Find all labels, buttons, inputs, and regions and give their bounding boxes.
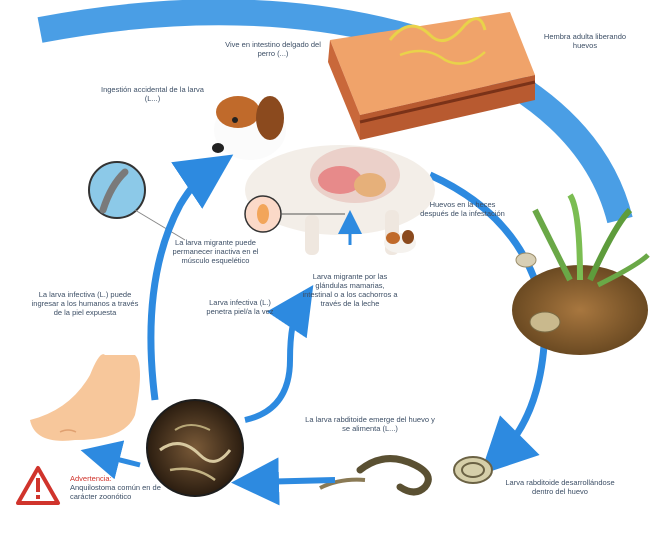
hookworm-icon: [320, 459, 428, 492]
label-top-center: Vive en intestino delgado del perro (...…: [218, 40, 328, 58]
label-worm-skin: Hembra adulta liberando huevos: [540, 32, 630, 50]
warning-title: Advertencia:: [70, 474, 180, 483]
warning-body: Anquilostoma común en de carácter zoonót…: [70, 483, 161, 501]
arrow-inner-right: [245, 305, 300, 420]
label-dog-ingest: Ingestión accidental de la larva (L...): [95, 85, 210, 103]
label-egg-dev: Larva rabditoide desarrollándose dentro …: [505, 478, 615, 496]
arrow-bottom: [255, 480, 335, 482]
label-eggs-feces: Huevos en la heces después de la infesta…: [420, 200, 505, 218]
label-larva-migr: Larva migrante por las glándulas mamaria…: [300, 272, 400, 308]
foot-illustration: [30, 354, 140, 441]
label-left-skin: La larva infectiva (L.) puede ingresar a…: [30, 290, 140, 317]
warning-note: Advertencia: Anquilostoma común en de ca…: [70, 474, 180, 501]
arrow-to-foot: [100, 455, 140, 465]
label-migrate-muscle: La larva migrante puede permanecer inact…: [168, 238, 263, 265]
puppy-illustration: [384, 230, 416, 253]
arrow-to-dog-left: [151, 170, 210, 400]
label-rhabditiform: La larva rabditoide emerge del huevo y s…: [305, 415, 435, 433]
label-larva-infect: Larva infectiva (L.) penetra piel/a la v…: [200, 298, 280, 316]
warning-icon: [18, 468, 58, 503]
egg-illustration: [454, 457, 492, 483]
